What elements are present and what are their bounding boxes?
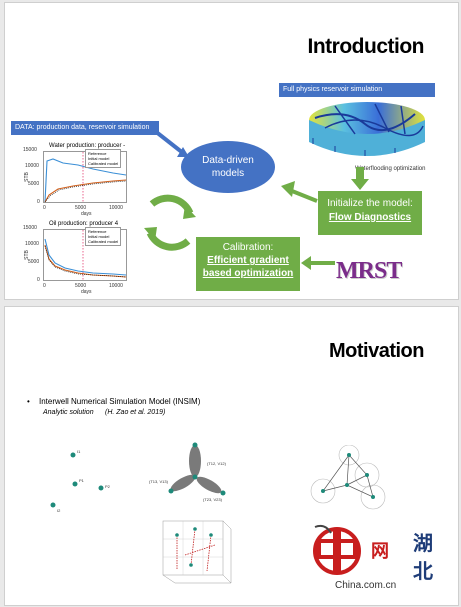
data-driven-models-node: Data-driven models — [181, 141, 275, 193]
green-arrow-icon — [281, 181, 295, 197]
init-line1: Initialize the model: — [327, 198, 413, 209]
initialize-model-box: Initialize the model: Flow Diagnostics — [318, 191, 422, 235]
calib-line1: Calibration: — [222, 242, 274, 253]
init-line2-wrap: Flow Diagnostics — [318, 211, 422, 225]
legend-item: Initial model — [88, 156, 110, 161]
data-driven-label: Data-driven models — [202, 155, 254, 179]
watermark-char-2: 北 — [413, 561, 433, 583]
reservoir-simulation-image — [309, 102, 425, 156]
cycle-arrow-icon — [183, 205, 196, 219]
x-tick: 5000 — [75, 283, 87, 289]
mrst-logo: MRST — [336, 258, 402, 284]
calib-line2-wrap: Efficient gradient — [196, 254, 300, 267]
data-bar: DATA: production data, reservoir simulat… — [11, 121, 159, 135]
y-tick: 10000 — [25, 163, 39, 169]
green-arrow-icon — [301, 256, 311, 270]
water-plot-area — [43, 151, 127, 203]
connection-label: (T13, V13) — [149, 479, 168, 484]
y-tick: 5000 — [28, 181, 40, 187]
watermark-logo: 网 China.com.cn 湖 北 — [307, 523, 455, 601]
x-axis-label: days — [81, 289, 92, 295]
x-tick: 5000 — [75, 205, 87, 211]
x-tick: 0 — [43, 205, 46, 211]
oil-production-plot: Oil production: producer 4 15000 10000 5… — [23, 221, 133, 297]
flow-arrows — [144, 129, 335, 270]
well-label: P2 — [105, 484, 110, 489]
x-tick: 10000 — [109, 283, 123, 289]
y-tick: 0 — [37, 199, 40, 205]
x-tick: 0 — [43, 283, 46, 289]
init-line2: Flow Diagnostics — [328, 212, 412, 223]
y-tick: 15000 — [23, 147, 37, 153]
wells-diagram — [50, 452, 104, 508]
citation: (H. Zao et al. 2019) — [105, 409, 166, 416]
y-tick: 0 — [37, 277, 40, 283]
blue-arrow-icon — [177, 147, 189, 157]
china-logo-icon — [313, 524, 361, 575]
well-label: P1 — [79, 478, 84, 483]
well-label: I1 — [77, 449, 81, 454]
slide-title: Introduction — [307, 35, 425, 58]
connection-label: (T23, V23) — [203, 497, 222, 502]
cycle-arrow-icon — [144, 227, 157, 241]
well-label: I2 — [57, 508, 61, 513]
down-arrow-icon — [351, 167, 369, 190]
watermark-site: China.com.cn — [335, 580, 397, 591]
calib-line3-wrap: based optimization — [196, 267, 300, 280]
y-tick: 5000 — [28, 259, 40, 265]
introduction-slide: Introduction DATA: production data, rese… — [4, 2, 459, 300]
x-tick: 10000 — [109, 205, 123, 211]
calib-line2: Efficient gradient — [207, 255, 289, 266]
legend-item: Initial model — [88, 234, 110, 239]
plot-legend: Reference Initial model Calibrated model — [85, 227, 122, 246]
motivation-slide: Motivation • Interwell Numerical Simulat… — [4, 306, 459, 606]
legend-item: Reference — [88, 151, 107, 156]
x-axis-label: days — [81, 211, 92, 217]
simulation-bar: Full physics reservoir simulation — [279, 83, 435, 97]
watermark-char-1: 湖 — [413, 533, 433, 555]
connectivity-diagram — [168, 442, 226, 496]
y-tick: 15000 — [23, 225, 37, 231]
water-production-plot: Water production: producer - 15000 10000… — [23, 143, 133, 219]
plot-legend: Reference Initial model Calibrated model — [85, 149, 122, 168]
legend-item: Calibrated model — [88, 161, 119, 166]
bullet-text: Interwell Numerical Simulation Model (IN… — [39, 397, 201, 406]
mesh-diagram — [310, 445, 386, 510]
slide-title: Motivation — [329, 340, 425, 362]
calib-line3: based optimization — [202, 268, 294, 279]
calibration-box: Calibration: Efficient gradient based op… — [196, 237, 300, 291]
watermark-net-char: 网 — [371, 541, 389, 561]
subtext: Analytic solution — [43, 409, 94, 416]
bullet-marker: • — [27, 397, 30, 406]
connection-label: (T12, V12) — [207, 461, 226, 466]
grid-3d-diagram — [162, 520, 232, 584]
legend-item: Reference — [88, 229, 107, 234]
y-tick: 10000 — [25, 241, 39, 247]
waterflooding-label: Waterflooding optimization — [355, 166, 426, 172]
plot-title: Water production: producer - — [49, 143, 126, 149]
plot-title: Oil production: producer 4 — [49, 221, 119, 227]
legend-item: Calibrated model — [88, 239, 119, 244]
